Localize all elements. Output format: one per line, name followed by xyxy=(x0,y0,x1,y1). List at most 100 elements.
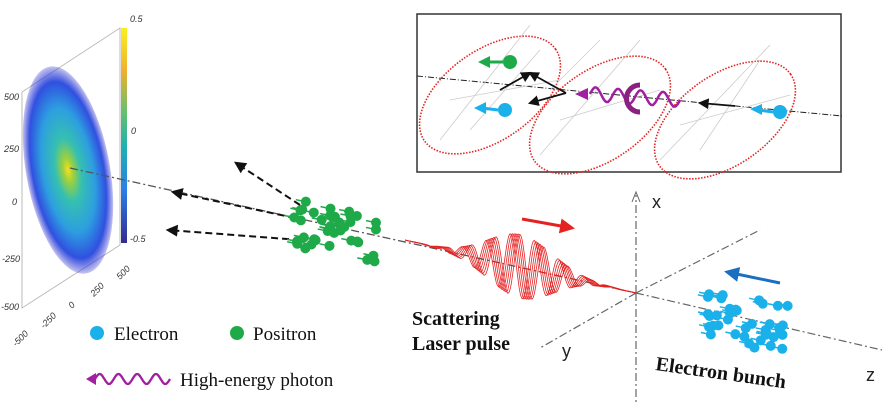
horizontal-tick: 250 xyxy=(88,281,106,299)
wavefront-ring xyxy=(653,60,797,180)
positron-scatter-arrow xyxy=(528,71,567,94)
vertical-tick: 250 xyxy=(3,144,19,154)
legend: Electron Positron High-energy photon xyxy=(86,324,334,391)
inset-photon-arrowhead xyxy=(575,88,588,100)
z-axis xyxy=(635,292,883,351)
beam-axis xyxy=(69,167,637,294)
vertical-tick: -250 xyxy=(2,254,20,264)
electron xyxy=(727,306,738,317)
electron-direction-arrow xyxy=(724,267,781,285)
laser-wave-line xyxy=(404,233,637,300)
vertical-tick: 500 xyxy=(4,92,19,102)
electron xyxy=(704,289,715,300)
coordinate-axes xyxy=(539,195,883,405)
legend-positron: Positron xyxy=(253,324,317,345)
electron xyxy=(782,300,793,311)
laser-direction-arrow xyxy=(521,217,575,234)
y-axis-neg xyxy=(635,229,761,294)
trajectory-arrow xyxy=(165,224,301,241)
electron xyxy=(739,331,750,342)
trajectory-arrow xyxy=(170,188,296,219)
positron xyxy=(292,238,303,249)
vertical-tick: 0 xyxy=(12,197,17,207)
positron xyxy=(300,196,311,207)
laser-pulse xyxy=(404,233,637,300)
electron xyxy=(777,343,788,354)
colorbar xyxy=(121,28,127,243)
z-axis-label: z xyxy=(866,365,875,385)
vertical-tick: -500 xyxy=(1,302,19,312)
electron xyxy=(774,322,785,333)
electron-scatter-arrow xyxy=(527,92,567,106)
y-axis xyxy=(539,292,637,349)
electron xyxy=(754,295,765,306)
electron xyxy=(722,314,733,325)
photon-legend-icon xyxy=(94,372,171,386)
electron xyxy=(760,329,771,340)
laser-wavefronts xyxy=(418,35,797,180)
electron xyxy=(711,310,722,321)
heatmap-frame xyxy=(21,27,121,309)
positron xyxy=(297,204,308,215)
positron xyxy=(298,232,309,243)
electron xyxy=(765,340,776,351)
positron xyxy=(324,240,335,251)
positron xyxy=(309,234,320,245)
positron xyxy=(339,221,350,232)
positron-trajectories xyxy=(165,161,301,241)
electron-bunch xyxy=(697,289,793,354)
heatmap-distribution xyxy=(22,66,114,274)
laser-wave-line xyxy=(404,233,637,300)
laser-label-line2: Laser pulse xyxy=(412,333,510,355)
inset-electron xyxy=(498,103,512,117)
positron xyxy=(327,211,338,222)
photon-legend-arrowhead xyxy=(86,373,96,385)
positron xyxy=(289,212,300,223)
horizontal-tick: 0 xyxy=(66,300,77,311)
horizontal-tick: -500 xyxy=(10,329,30,349)
electron xyxy=(768,332,779,343)
positron xyxy=(368,250,379,261)
electron xyxy=(746,318,757,329)
laser-label-line1: Scattering xyxy=(412,308,500,330)
x-arrowhead xyxy=(631,190,641,203)
inset-electron-arrowhead xyxy=(474,102,486,114)
x-axis-label: x xyxy=(652,192,661,212)
electron-legend-icon xyxy=(90,326,104,340)
inset-incoming-electron xyxy=(773,105,787,119)
inset-axis xyxy=(416,75,843,117)
horizontal-tick: -250 xyxy=(38,311,58,331)
y-axis-label: y xyxy=(562,341,571,361)
inset-positron xyxy=(503,55,517,69)
incoming-electron-arrow xyxy=(697,98,736,110)
inset-panel xyxy=(416,13,843,180)
electron xyxy=(764,319,775,330)
horizontal-tick: 500 xyxy=(114,264,132,282)
inset-positron-arrowhead xyxy=(478,56,490,68)
inset-incoming-arrowhead xyxy=(750,104,762,115)
positron xyxy=(316,214,327,225)
wavefront-ring xyxy=(528,55,672,175)
legend-electron: Electron xyxy=(114,324,179,345)
positron xyxy=(325,221,336,232)
colorbar-tick: 0 xyxy=(131,126,136,136)
colorbar-tick: 0.5 xyxy=(130,14,144,24)
positron-legend-icon xyxy=(230,326,244,340)
wavefront-spokes xyxy=(439,24,791,161)
positron-cluster xyxy=(284,196,382,267)
electron xyxy=(716,293,727,304)
positron xyxy=(308,207,319,218)
legend-photon: High-energy photon xyxy=(180,370,334,391)
positron xyxy=(370,224,381,235)
electron-bunch-label: Electron bunch xyxy=(654,353,787,393)
positron xyxy=(325,203,336,214)
heatmap-panel: 0.5 0 -0.5 500 250 0 -250 -500 -500 -250… xyxy=(1,14,147,348)
rotation-icon xyxy=(624,82,641,115)
colorbar-tick: -0.5 xyxy=(130,234,147,244)
trajectory-arrow xyxy=(233,161,301,206)
electron xyxy=(707,320,718,331)
positron xyxy=(351,210,362,221)
electron xyxy=(705,329,716,340)
